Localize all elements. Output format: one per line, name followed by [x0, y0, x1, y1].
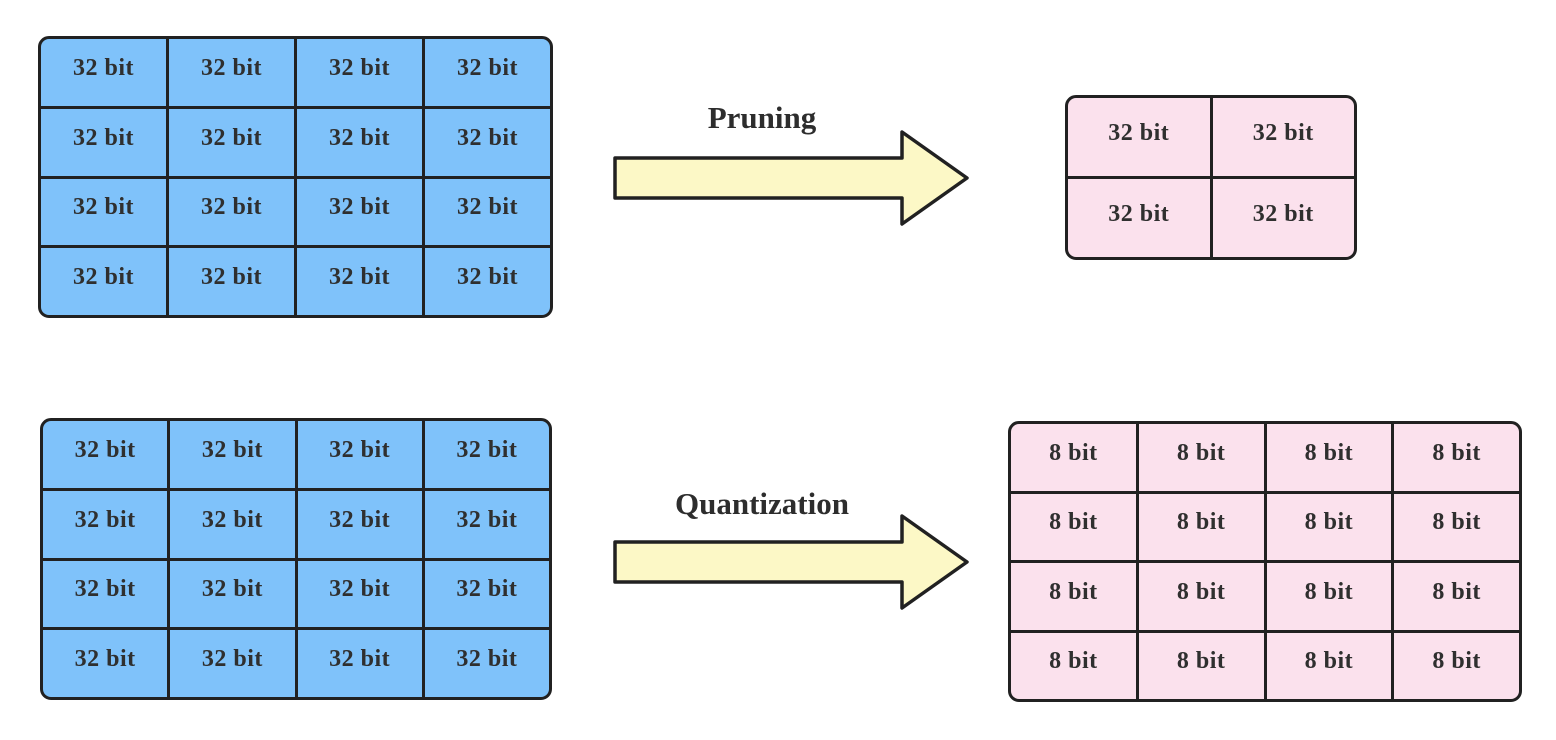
- grid-cell: 32 bit: [424, 560, 549, 628]
- grid-cell: 32 bit: [1212, 179, 1354, 257]
- grid-cell: 8 bit: [1011, 632, 1136, 699]
- grid-cell: 8 bit: [1138, 424, 1264, 491]
- quantization-label: Quantization: [675, 486, 849, 521]
- arrow-right-icon: [613, 130, 969, 226]
- grid-cell: 32 bit: [1068, 98, 1210, 176]
- grid-cell: 32 bit: [169, 248, 294, 315]
- grid-cell: 32 bit: [169, 178, 294, 246]
- quantization-source-grid: 32 bit 32 bit 32 bit 32 bit 32 bit 32 bi…: [40, 418, 552, 700]
- grid-cell: 8 bit: [1138, 563, 1264, 630]
- grid-cell: 32 bit: [41, 248, 166, 315]
- grid-cell: 32 bit: [297, 108, 422, 176]
- grid-cell: 32 bit: [297, 490, 422, 558]
- grid-cell: 32 bit: [297, 248, 422, 315]
- grid-cell: 32 bit: [170, 630, 295, 697]
- grid-cell: 8 bit: [1011, 424, 1136, 491]
- quantization-result-grid: 8 bit 8 bit 8 bit 8 bit 8 bit 8 bit 8 bi…: [1008, 421, 1522, 702]
- grid-cell: 8 bit: [1394, 424, 1519, 491]
- pruning-label: Pruning: [707, 100, 817, 135]
- grid-cell: 32 bit: [425, 178, 550, 246]
- grid-cell: 32 bit: [297, 39, 422, 106]
- grid-cell: 32 bit: [425, 248, 550, 315]
- grid-cell: 8 bit: [1266, 632, 1392, 699]
- grid-cell: 32 bit: [1212, 98, 1354, 176]
- grid-cell: 32 bit: [41, 108, 166, 176]
- grid-cell: 8 bit: [1266, 493, 1392, 560]
- grid-cell: 32 bit: [43, 630, 168, 697]
- grid-cell: 8 bit: [1138, 632, 1264, 699]
- grid-cell: 32 bit: [43, 421, 168, 488]
- grid-cell: 32 bit: [425, 108, 550, 176]
- grid-cell: 8 bit: [1138, 493, 1264, 560]
- grid-cell: 8 bit: [1266, 424, 1392, 491]
- grid-cell: 32 bit: [43, 560, 168, 628]
- grid-cell: 32 bit: [169, 108, 294, 176]
- grid-cell: 32 bit: [425, 39, 550, 106]
- grid-cell: 32 bit: [297, 421, 422, 488]
- grid-cell: 8 bit: [1011, 563, 1136, 630]
- grid-cell: 32 bit: [424, 490, 549, 558]
- grid-cell: 32 bit: [169, 39, 294, 106]
- arrow-right-icon: [613, 514, 969, 610]
- grid-cell: 32 bit: [41, 39, 166, 106]
- grid-cell: 32 bit: [1068, 179, 1210, 257]
- pruning-source-grid: 32 bit 32 bit 32 bit 32 bit 32 bit 32 bi…: [38, 36, 553, 318]
- grid-cell: 32 bit: [170, 560, 295, 628]
- grid-cell: 8 bit: [1266, 563, 1392, 630]
- grid-cell: 32 bit: [297, 178, 422, 246]
- grid-cell: 32 bit: [170, 490, 295, 558]
- grid-cell: 32 bit: [297, 560, 422, 628]
- grid-cell: 8 bit: [1394, 632, 1519, 699]
- grid-cell: 32 bit: [297, 630, 422, 697]
- grid-cell: 32 bit: [41, 178, 166, 246]
- grid-cell: 32 bit: [424, 630, 549, 697]
- grid-cell: 8 bit: [1394, 563, 1519, 630]
- grid-cell: 32 bit: [170, 421, 295, 488]
- pruning-result-grid: 32 bit 32 bit 32 bit 32 bit: [1065, 95, 1357, 260]
- grid-cell: 8 bit: [1394, 493, 1519, 560]
- grid-cell: 8 bit: [1011, 493, 1136, 560]
- grid-cell: 32 bit: [43, 490, 168, 558]
- grid-cell: 32 bit: [424, 421, 549, 488]
